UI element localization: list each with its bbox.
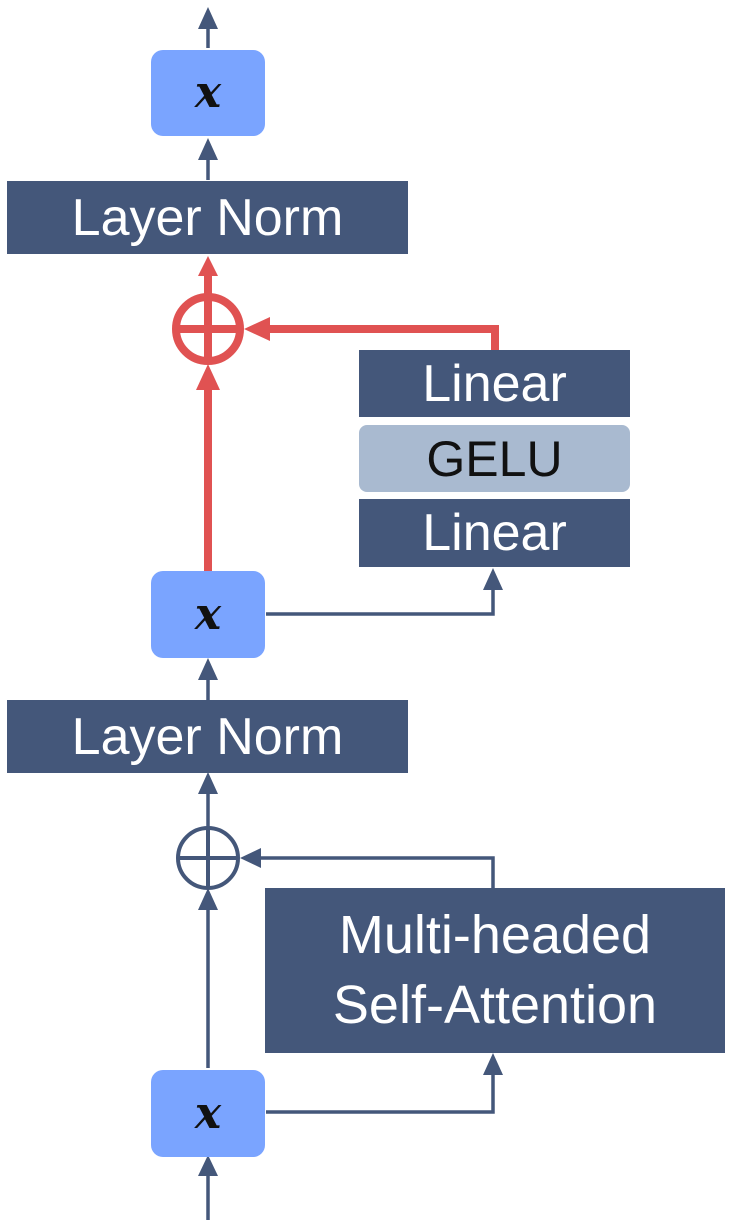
arrowhead — [198, 1155, 218, 1176]
arrowhead — [198, 138, 218, 160]
ffn-gelu-box: GELU — [359, 425, 630, 492]
middle-x-box: x — [151, 571, 265, 658]
highlight-arrowhead — [196, 364, 220, 390]
ffn-gelu-label: GELU — [426, 430, 563, 487]
middle-layer-norm-box: Layer Norm — [7, 700, 408, 773]
highlight-arrowhead — [198, 256, 218, 276]
arrowhead — [198, 658, 218, 680]
self-attention-label-line2: Self-Attention — [332, 974, 658, 1035]
top-layer-norm-label: Layer Norm — [71, 188, 344, 247]
middle-x-label: x — [194, 588, 222, 640]
attention-residual-wire — [254, 856, 495, 888]
ffn-linear-top-label: Linear — [422, 354, 567, 413]
output-x-label: x — [194, 67, 222, 118]
input-x-label: x — [194, 1087, 222, 1139]
ffn-linear-top-box: Linear — [359, 350, 630, 417]
middle-layer-norm-label: Layer Norm — [71, 707, 344, 766]
arrowhead — [483, 1053, 503, 1075]
arrowhead — [198, 7, 218, 29]
highlight-ffn-wire — [262, 325, 499, 350]
arrowhead — [198, 888, 218, 910]
output-x-box: x — [151, 50, 265, 136]
ffn-linear-bottom-label: Linear — [422, 504, 567, 562]
x-to-ffn-wire — [266, 582, 495, 616]
attention-add-node — [176, 826, 240, 890]
ffn-add-node — [172, 293, 244, 365]
ffn-linear-bottom-box: Linear — [359, 499, 630, 567]
self-attention-box: Multi-headed Self-Attention — [265, 888, 725, 1053]
highlight-arrowhead — [244, 317, 270, 341]
x-to-attention-wire — [266, 1066, 495, 1114]
arrowhead — [483, 568, 503, 590]
input-x-box: x — [151, 1070, 265, 1157]
arrowhead — [240, 848, 261, 868]
arrowhead — [198, 772, 218, 794]
self-attention-label-line1: Multi-headed — [338, 905, 652, 966]
top-layer-norm-box: Layer Norm — [7, 181, 408, 254]
